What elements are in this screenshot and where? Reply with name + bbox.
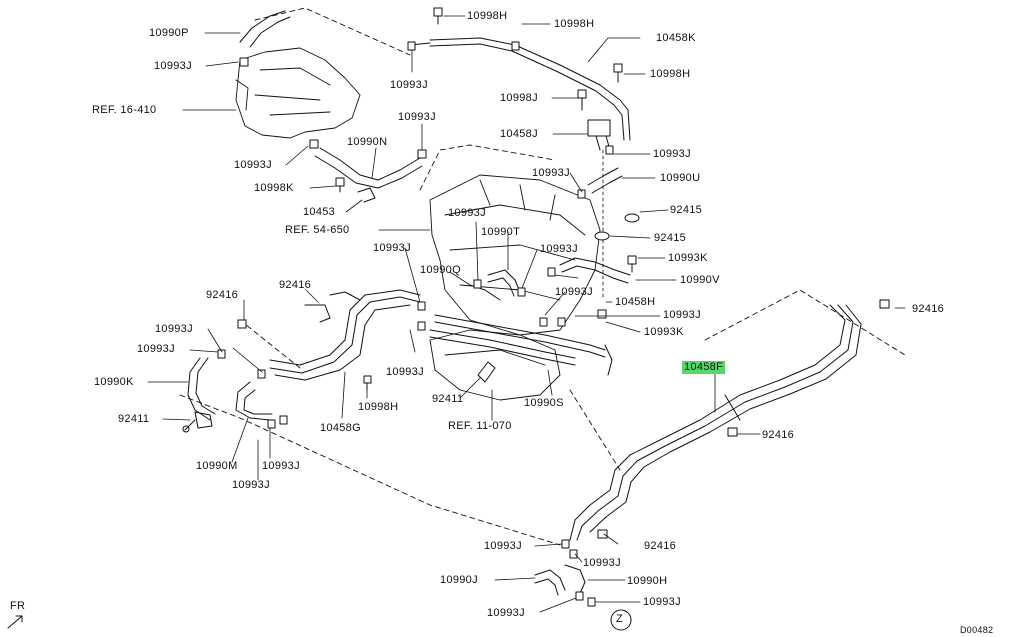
leader-lines: [147, 15, 906, 613]
sensor-92411-center: [477, 361, 496, 383]
label-10993j-j: 10993J: [555, 286, 593, 298]
label-10998h-b: 10998H: [554, 18, 595, 30]
bracket-10453: [357, 187, 376, 203]
sensor-92411-left: [182, 411, 213, 433]
label-10993j-l: 10993J: [155, 323, 193, 335]
dashed-boundary: [179, 7, 906, 546]
pipe-bundle-10990s: [429, 314, 613, 376]
label-92416-d: 92416: [762, 429, 795, 441]
view-z-circle: [610, 609, 632, 631]
label-92411-a: 92411: [118, 413, 150, 425]
label-10993j-h: 10993J: [540, 243, 578, 255]
label-10998k: 10998K: [254, 182, 294, 194]
label-10990s: 10990S: [524, 397, 564, 409]
label-10993k-b: 10993K: [644, 326, 684, 338]
label-10990h: 10990H: [627, 575, 668, 587]
hose-10990t: [487, 269, 521, 297]
label-10458f-highlighted: 10458F: [682, 361, 726, 374]
label-10993j-g: 10993J: [448, 207, 486, 219]
label-10993j-f: 10993J: [532, 167, 570, 179]
label-10990m: 10990M: [196, 460, 238, 472]
clamp-markers: [217, 41, 614, 607]
pipe-10458k: [409, 37, 631, 141]
label-10993j-o: 10993J: [232, 479, 270, 491]
view-z-label: Z: [616, 613, 624, 625]
label-10998h-c: 10998H: [650, 68, 691, 80]
label-10993j-q: 10993J: [484, 540, 522, 552]
hose-10990n: [314, 147, 423, 189]
label-10990t: 10990T: [481, 226, 521, 238]
label-92416-a: 92416: [206, 289, 239, 301]
label-10998h-d: 10998H: [358, 401, 399, 413]
label-ref-16-410: REF. 16-410: [92, 104, 157, 116]
label-ref-54-650: REF. 54-650: [285, 224, 350, 236]
label-92415-a: 92415: [670, 204, 703, 216]
hose-10990k: [187, 357, 216, 421]
label-10993j-m: 10993J: [137, 343, 175, 355]
label-ref-11-070: REF. 11-070: [448, 420, 512, 432]
label-10993j-c: 10993J: [398, 111, 436, 123]
engine-block-outline: [235, 47, 361, 139]
label-10993j-s: 10993J: [487, 607, 525, 619]
label-10453: 10453: [303, 206, 336, 218]
document-code: D00482: [960, 625, 994, 635]
label-10990p: 10990P: [149, 27, 189, 39]
hose-10990j: [534, 569, 566, 596]
label-10458k: 10458K: [656, 32, 696, 44]
label-10458h: 10458H: [615, 296, 656, 308]
hose-10990p: [239, 10, 291, 48]
hose-10990m: [235, 381, 273, 421]
label-10993j-i: 10993J: [373, 242, 411, 254]
grommet-markers: [594, 213, 640, 241]
front-arrow-icon: [7, 615, 23, 629]
pipe-10458f: [569, 304, 862, 541]
label-10458g: 10458G: [320, 422, 361, 434]
label-10458j: 10458J: [500, 128, 538, 140]
label-92415-b: 92415: [654, 232, 687, 244]
label-92411-b: 92411: [432, 393, 464, 405]
hose-10990h: [564, 564, 586, 599]
label-92416-e: 92416: [644, 540, 677, 552]
label-10993j-k: 10993J: [663, 309, 701, 321]
label-10998h-a: 10998H: [467, 10, 508, 22]
label-10990k: 10990K: [94, 376, 134, 388]
label-10993j-b: 10993J: [234, 159, 272, 171]
label-10990u: 10990U: [660, 172, 701, 184]
label-10993j-a: 10993J: [154, 60, 192, 72]
central-engine-outline: [429, 174, 601, 336]
label-10990v: 10990V: [680, 274, 720, 286]
label-92416-b: 92416: [279, 279, 312, 291]
label-10993j-n: 10993J: [262, 460, 300, 472]
label-10993j-r: 10993J: [583, 557, 621, 569]
pipe-assembly-10458g: [269, 289, 421, 381]
bolt-markers: [237, 7, 890, 539]
label-10990n: 10990N: [347, 136, 388, 148]
label-10990q: 10990Q: [420, 264, 461, 276]
front-marker-label: FR: [10, 600, 26, 612]
label-10993j-d: 10993J: [390, 79, 428, 91]
label-10990j: 10990J: [440, 574, 478, 586]
label-92416-c: 92416: [912, 303, 945, 315]
label-10998j: 10998J: [500, 92, 538, 104]
hose-10990v: [559, 257, 631, 284]
hose-10990u: [587, 167, 623, 194]
label-10993k-a: 10993K: [668, 252, 708, 264]
label-10993j-e: 10993J: [653, 148, 691, 160]
label-10993j-t: 10993J: [643, 596, 681, 608]
label-10993j-p: 10993J: [386, 366, 424, 378]
